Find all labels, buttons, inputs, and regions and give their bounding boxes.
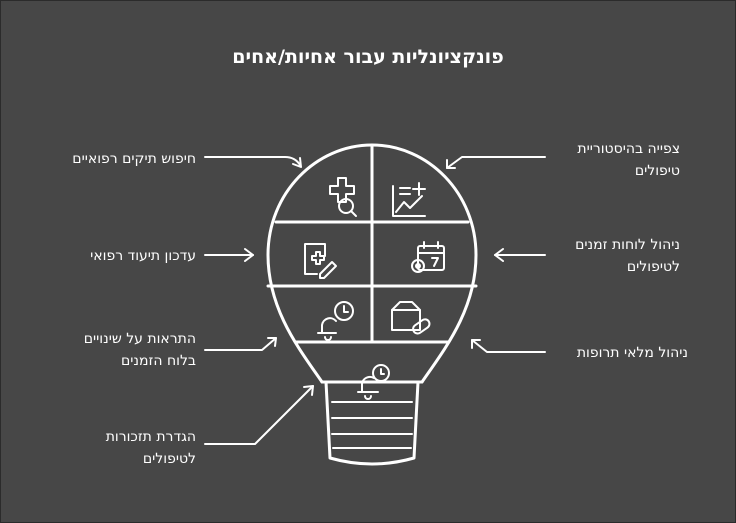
label-record-search-text: חיפוש תיקים רפואיים <box>72 151 196 167</box>
label-treatment-history-line1: צפייה בהיסטוריית <box>577 141 680 157</box>
label-treatment-history: צפייה בהיסטוריית טיפולים <box>540 138 680 182</box>
chart-plus-icon <box>392 182 426 217</box>
label-schedule-mgmt: ניהול לוחות זמנים לטיפולים <box>540 234 680 278</box>
arrow-alerts <box>204 337 277 351</box>
arrow-record-search <box>204 156 302 168</box>
arrow-doc-update <box>204 248 254 262</box>
label-alerts-line1: התראות על שינויים <box>83 331 196 347</box>
label-doc-update-text: עדכון תיעוד רפואי <box>90 248 196 264</box>
label-doc-update: עדכון תיעוד רפואי <box>20 245 196 267</box>
page-title: פונקציונליות עבור אחיות/אחים <box>232 46 504 68</box>
medical-search-icon <box>329 177 357 217</box>
arrow-treatment-history <box>446 156 546 169</box>
label-reminders: הגדרת תזכורות לטיפולים <box>20 426 196 470</box>
label-schedule-mgmt-line2: לטיפולים <box>626 259 680 275</box>
arrow-schedule-mgmt <box>494 248 546 262</box>
label-medication-text: ניהול מלאי תרופות <box>576 345 688 361</box>
bulb-base <box>320 380 424 466</box>
label-alerts: התראות על שינויים בלוח הזמנים <box>20 328 196 372</box>
calendar-gear-icon <box>411 241 445 273</box>
medicine-box-pill-icon <box>391 301 431 335</box>
label-reminders-line2: לטיפולים <box>142 451 196 467</box>
label-reminders-line1: הגדרת תזכורות <box>105 429 196 445</box>
label-record-search: חיפוש תיקים רפואיים <box>20 148 196 170</box>
bell-clock-icon <box>357 364 390 400</box>
label-medication: ניהול מלאי תרופות <box>540 342 688 364</box>
medical-document-edit-icon <box>304 243 337 279</box>
arrow-medication <box>471 339 546 353</box>
arrow-reminders <box>204 385 314 445</box>
label-treatment-history-line2: טיפולים <box>634 163 680 179</box>
bell-clock-icon <box>317 301 354 341</box>
label-alerts-line2: בלוח הזמנים <box>121 353 196 369</box>
label-schedule-mgmt-line1: ניהול לוחות זמנים <box>575 237 680 253</box>
